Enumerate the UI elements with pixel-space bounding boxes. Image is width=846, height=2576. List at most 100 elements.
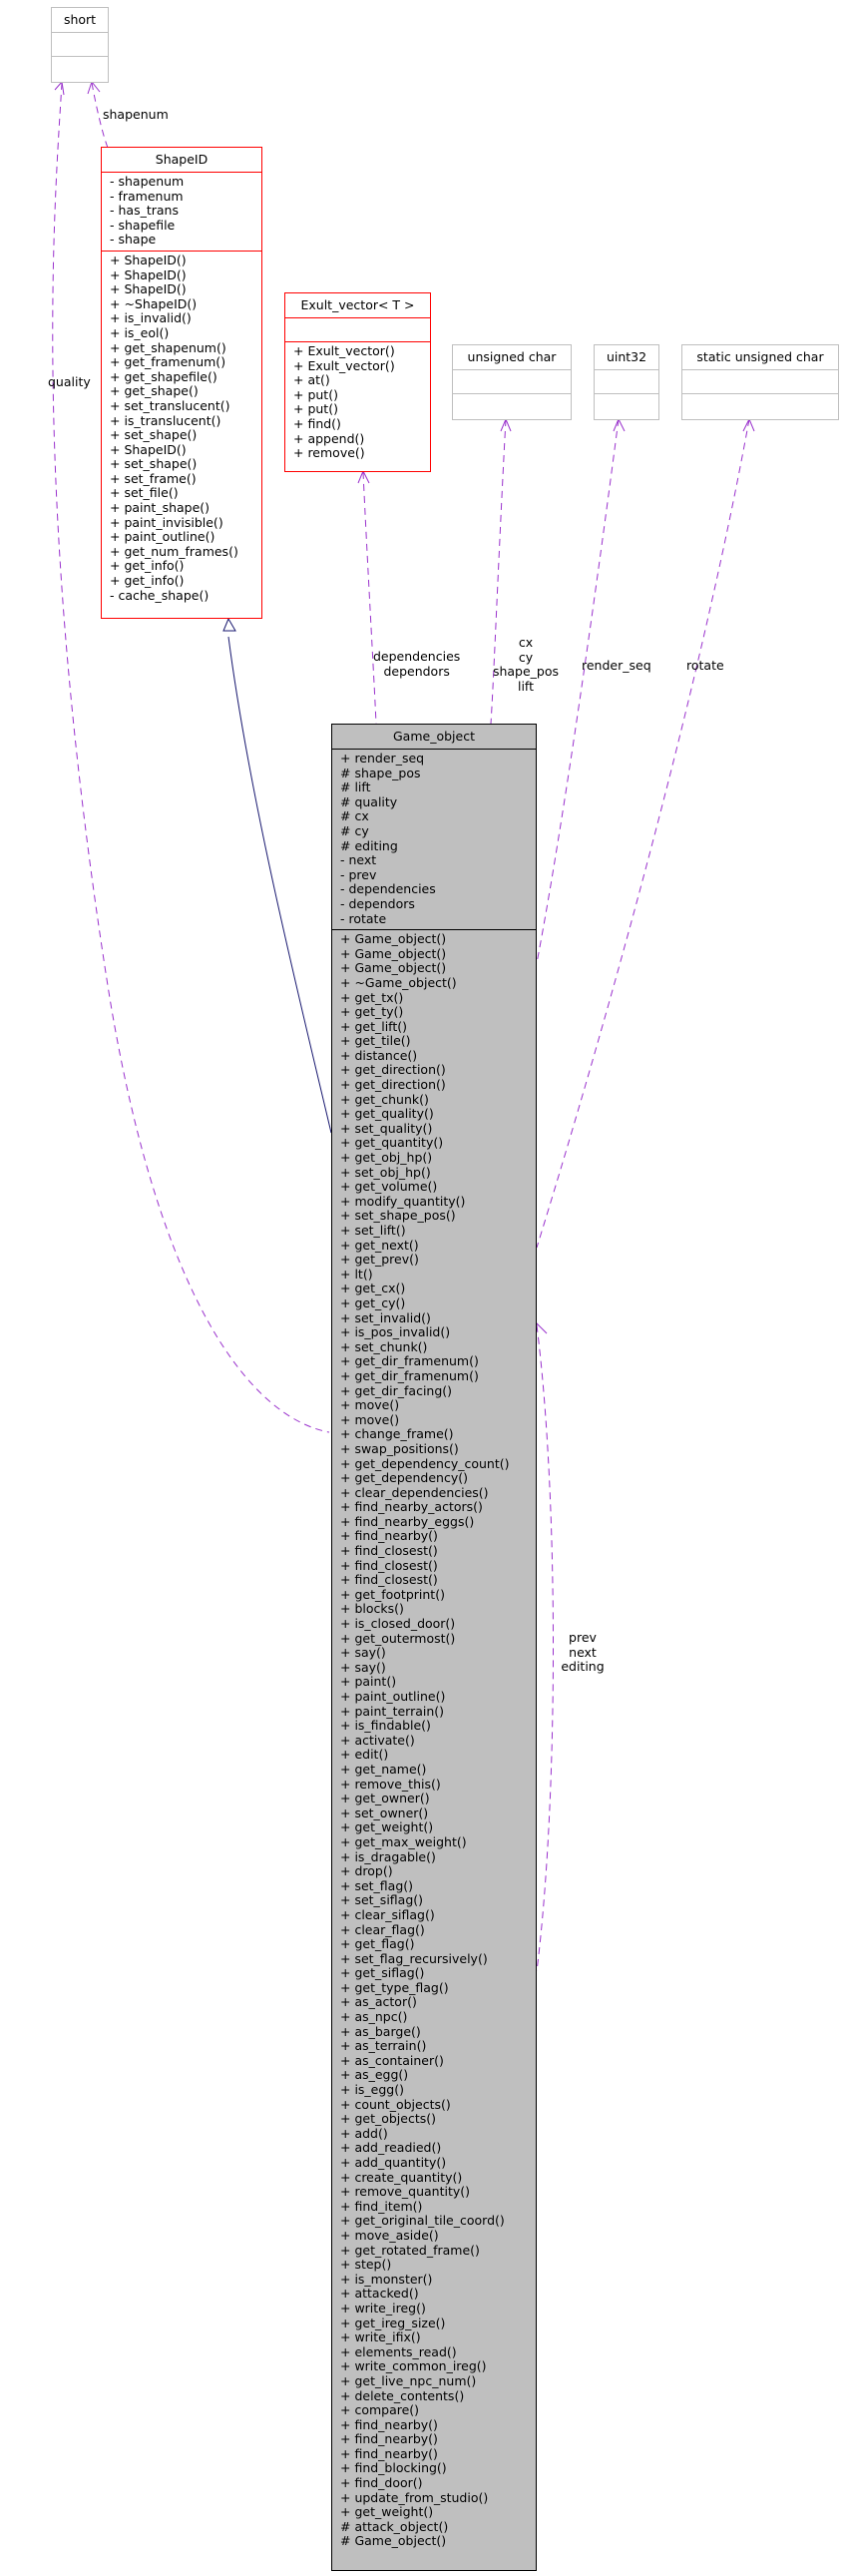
class-method: + get_outermost() bbox=[340, 1630, 456, 1646]
class-method: + swap_positions() bbox=[340, 1440, 459, 1456]
class-method: + get_info() bbox=[110, 558, 185, 574]
class-method: + move() bbox=[340, 1397, 400, 1413]
class-method: + set_shape() bbox=[110, 456, 198, 472]
class-method: + get_info() bbox=[110, 573, 185, 589]
class-attribute: - dependencies bbox=[340, 881, 436, 897]
class-method: + Game_object() bbox=[340, 945, 447, 961]
class-node-unsigned-char[interactable]: unsigned char bbox=[452, 344, 572, 420]
class-method: + is_pos_invalid() bbox=[340, 1324, 451, 1340]
class-attribute: # cy bbox=[340, 822, 369, 838]
class-method: + paint() bbox=[340, 1674, 397, 1690]
class-method: + get_dependency_count() bbox=[340, 1455, 510, 1471]
class-method: + find_nearby() bbox=[340, 2445, 438, 2461]
class-method: + find_nearby_eggs() bbox=[340, 1513, 475, 1529]
class-method: + get_cy() bbox=[340, 1294, 406, 1310]
edge-quality bbox=[52, 82, 330, 1433]
class-attribute: - shapefile bbox=[110, 217, 176, 233]
class-method: + Exult_vector() bbox=[293, 357, 395, 373]
class-method: + get_weight() bbox=[340, 1819, 434, 1835]
class-method: + get_direction() bbox=[340, 1077, 446, 1093]
class-method: + set_shape() bbox=[110, 427, 198, 443]
methods-section bbox=[595, 394, 658, 418]
class-method: + set_frame() bbox=[110, 470, 197, 486]
class-attribute: # cx bbox=[340, 808, 369, 824]
class-method: + get_dir_framenum() bbox=[340, 1367, 479, 1383]
class-method: + drop() bbox=[340, 1863, 393, 1879]
edge-render-seq bbox=[536, 418, 620, 964]
class-method: + paint_terrain() bbox=[340, 1703, 445, 1719]
class-method: + get_tile() bbox=[340, 1033, 411, 1049]
methods-section: + Game_object()+ Game_object()+ Game_obj… bbox=[332, 930, 536, 2552]
class-method: + is_translucent() bbox=[110, 412, 221, 428]
class-method: + attacked() bbox=[340, 2286, 419, 2302]
class-method: + add_readied() bbox=[340, 2140, 442, 2156]
methods-section bbox=[453, 394, 571, 418]
class-method: + move_aside() bbox=[340, 2227, 439, 2243]
class-method: + blocks() bbox=[340, 1601, 404, 1617]
class-method: + find() bbox=[293, 415, 341, 431]
edge-label-render-seq: render_seq bbox=[582, 658, 651, 673]
class-method: + find_item() bbox=[340, 2198, 423, 2214]
class-node-short[interactable]: short bbox=[51, 7, 109, 83]
class-method: + paint_outline() bbox=[340, 1689, 446, 1704]
class-attribute: - shapenum bbox=[110, 174, 185, 189]
class-method: + set_lift() bbox=[340, 1223, 406, 1238]
class-method: + ShapeID() bbox=[110, 252, 187, 267]
class-method: + set_shape_pos() bbox=[340, 1208, 456, 1224]
class-method: + set_quality() bbox=[340, 1120, 433, 1136]
edge-label-line: lift bbox=[517, 678, 535, 694]
class-method: + get_footprint() bbox=[340, 1586, 445, 1602]
attributes-section bbox=[453, 370, 571, 394]
class-method: + get_prev() bbox=[340, 1252, 419, 1268]
class-title: ShapeID bbox=[102, 148, 261, 173]
class-method: + get_original_tile_coord() bbox=[340, 2213, 505, 2229]
class-method: + get_dir_facing() bbox=[340, 1382, 453, 1398]
class-method: + get_max_weight() bbox=[340, 1833, 467, 1849]
class-attribute: - prev bbox=[340, 866, 377, 882]
class-method: + find_nearby() bbox=[340, 2431, 438, 2447]
class-method: + get_shapefile() bbox=[110, 368, 217, 384]
class-method: + paint_invisible() bbox=[110, 514, 223, 530]
class-method: + find_blocking() bbox=[340, 2460, 447, 2476]
class-method: + put() bbox=[293, 386, 338, 402]
class-method: + as_npc() bbox=[340, 2009, 408, 2025]
class-method: + get_lift() bbox=[340, 1018, 408, 1034]
class-node-game-object[interactable]: Game_object + render_seq# shape_pos# lif… bbox=[331, 724, 537, 2571]
class-method: + as_barge() bbox=[340, 2023, 421, 2039]
edge-label-line: shape_pos bbox=[492, 664, 560, 680]
class-method: + move() bbox=[340, 1411, 400, 1427]
class-method: + ShapeID() bbox=[110, 281, 187, 297]
class-method: + get_type_flag() bbox=[340, 1979, 449, 1995]
class-method: + create_quantity() bbox=[340, 2169, 463, 2185]
class-method: + count_objects() bbox=[340, 2096, 451, 2112]
class-method: + get_framenum() bbox=[110, 354, 226, 370]
class-method: + find_nearby() bbox=[340, 2416, 438, 2432]
class-method: + is_egg() bbox=[340, 2082, 404, 2098]
class-method: # Game_object() bbox=[340, 2533, 447, 2549]
class-attribute: - has_trans bbox=[110, 203, 179, 219]
class-method: + say() bbox=[340, 1645, 386, 1661]
class-node-shapeid[interactable]: ShapeID - shapenum- framenum- has_trans-… bbox=[101, 147, 262, 619]
class-method: + ~ShapeID() bbox=[110, 295, 198, 311]
class-node-static-unsigned-char[interactable]: static unsigned char bbox=[681, 344, 839, 420]
edge-label-line: cy bbox=[518, 649, 534, 665]
class-title: unsigned char bbox=[453, 345, 571, 370]
class-method: + get_tx() bbox=[340, 989, 404, 1005]
class-attribute: - next bbox=[340, 852, 377, 868]
methods-section: + ShapeID()+ ShapeID()+ ShapeID()+ ~Shap… bbox=[102, 252, 261, 606]
class-attribute: - rotate bbox=[340, 910, 387, 926]
class-method: + set_chunk() bbox=[340, 1338, 428, 1354]
class-method: + is_findable() bbox=[340, 1718, 431, 1734]
class-method: + elements_read() bbox=[340, 2343, 457, 2359]
class-method: + at() bbox=[293, 372, 330, 388]
class-method: + find_closest() bbox=[340, 1572, 438, 1588]
class-node-exult-vector[interactable]: Exult_vector< T > + Exult_vector()+ Exul… bbox=[284, 292, 431, 472]
class-method: + lt() bbox=[340, 1266, 373, 1282]
class-method: + ~Game_object() bbox=[340, 974, 457, 990]
class-node-uint32[interactable]: uint32 bbox=[594, 344, 659, 420]
class-method: + write_ifix() bbox=[340, 2329, 421, 2345]
class-method: + get_weight() bbox=[340, 2504, 434, 2520]
class-method: + get_obj_hp() bbox=[340, 1150, 433, 1166]
class-method: + Game_object() bbox=[340, 960, 447, 976]
